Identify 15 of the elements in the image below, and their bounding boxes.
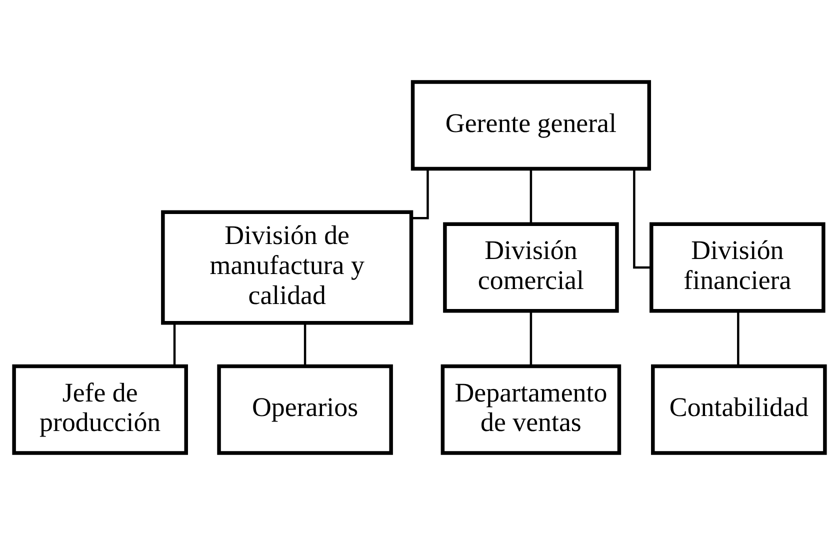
node-box: Operarios	[217, 364, 393, 455]
node-box: División de manufactura y calidad	[161, 210, 414, 325]
node-box: División financiera	[650, 222, 826, 313]
node-box: Departamento de ventas	[440, 364, 622, 455]
node-box: División comercial	[443, 222, 619, 313]
connector	[304, 322, 306, 366]
connector	[737, 310, 740, 366]
connector	[530, 310, 532, 366]
node-box: Gerente general	[410, 80, 652, 171]
node-box: Contabilidad	[651, 364, 827, 455]
node-box: Jefe de producción	[12, 364, 188, 455]
connector	[633, 168, 652, 269]
connector	[530, 168, 532, 224]
connector	[412, 169, 429, 220]
connector	[173, 322, 176, 366]
